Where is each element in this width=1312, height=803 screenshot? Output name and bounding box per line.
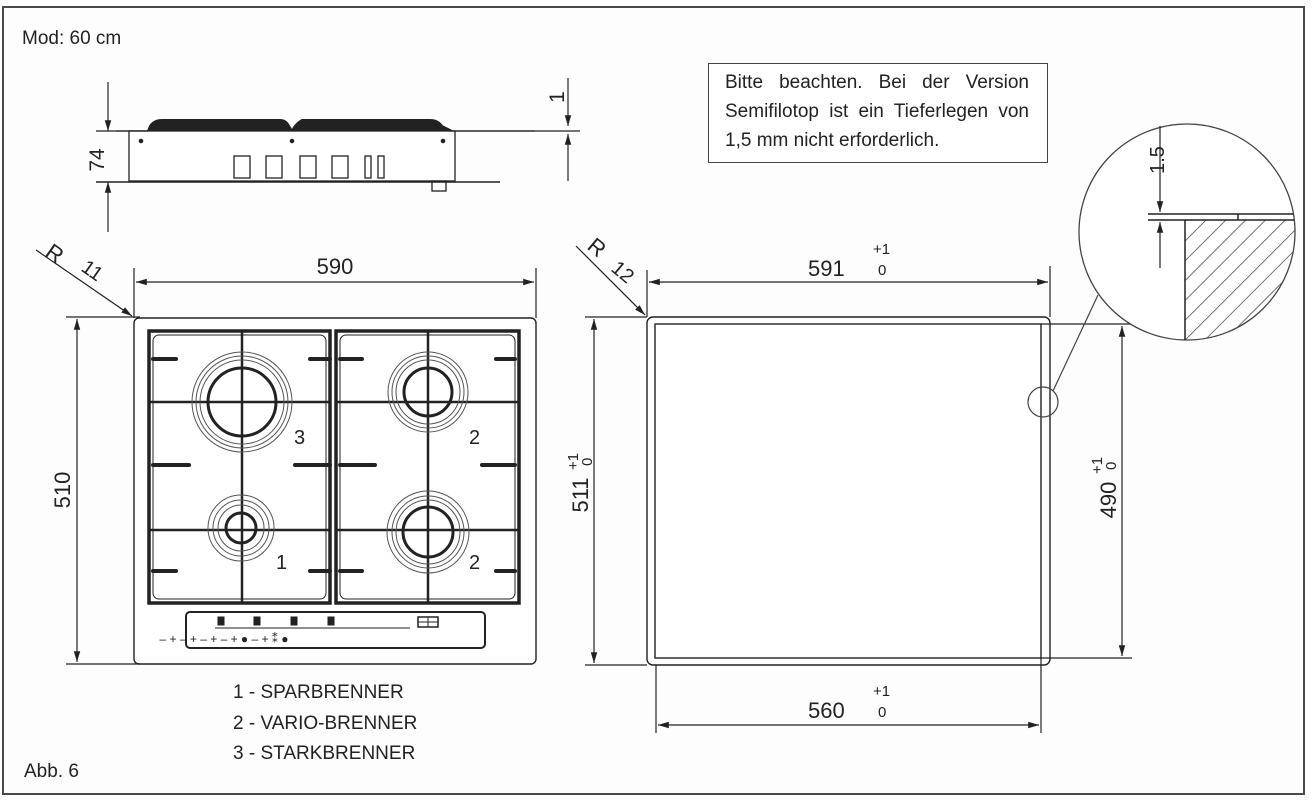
- hob-side-view: [96, 119, 535, 192]
- detail-leader: [1052, 294, 1099, 392]
- dim-490: [1041, 323, 1132, 659]
- burner-rings: [191, 351, 470, 574]
- legend-item: 2 - VARIO-BRENNER: [233, 713, 417, 734]
- radius-12-leader: [575, 245, 646, 316]
- burner-label: 3: [294, 427, 305, 449]
- dim-74: [96, 82, 148, 232]
- dim-591: [646, 266, 1051, 317]
- detail-dim-label: 1.5: [1147, 146, 1169, 174]
- dim-511-label: 511: [568, 477, 593, 512]
- burner-legend: 1 - SPARBRENNER 2 - VARIO-BRENNER 3 - ST…: [233, 682, 417, 764]
- radius-12-value: 12: [607, 257, 638, 288]
- dim-511: [585, 316, 647, 666]
- dim-510: [66, 316, 140, 665]
- dim-560: [655, 658, 1042, 733]
- burner-label: 2: [469, 552, 480, 574]
- dim-510-label: 510: [50, 472, 75, 509]
- tol-lower: 0: [878, 704, 886, 721]
- burner-3: [191, 351, 293, 453]
- model-label: Mod: 60 cm: [22, 28, 121, 49]
- tol-upper: +1: [565, 453, 582, 470]
- tol-lower: 0: [579, 458, 596, 466]
- detail-marker-circle: [1027, 386, 1059, 418]
- burner-2-bottom: [386, 490, 470, 574]
- radius-11-r: R: [41, 239, 68, 269]
- figure-label: Abb. 6: [24, 761, 79, 782]
- tol-upper: +1: [873, 683, 890, 700]
- tol-lower: 0: [1103, 462, 1120, 470]
- dim-1: [450, 78, 580, 181]
- dim-590: [133, 268, 537, 318]
- tol-upper: +1: [1089, 457, 1106, 474]
- detail-view: [1078, 123, 1296, 341]
- tol-upper: +1: [873, 241, 890, 258]
- control-panel: – + – + – + – + ● – + ⁑ ●: [160, 611, 486, 649]
- burner-1: [207, 494, 275, 562]
- dim-560-label: 560: [808, 698, 845, 723]
- dim-590-label: 590: [317, 254, 354, 279]
- dim-74-label: 74: [86, 148, 109, 172]
- tol-lower: 0: [878, 262, 886, 279]
- burner-label: 2: [469, 427, 480, 449]
- radius-11-leader: [35, 249, 133, 317]
- burner-label: 1: [276, 552, 287, 574]
- legend-item: 1 - SPARBRENNER: [233, 682, 404, 703]
- legend-item: 3 - STARKBRENNER: [233, 743, 415, 764]
- dim-490-label: 490: [1096, 482, 1121, 519]
- installation-note: Bitte beachten. Bei der Version Semifilo…: [708, 63, 1048, 163]
- burner-2-top: [387, 351, 469, 433]
- svg-text:– + – + – + – + ● – + ⁑ ●: – + – + – + – + ● – + ⁑ ●: [160, 632, 289, 646]
- dim-1-label: 1: [546, 91, 569, 103]
- hob-top-view: – + – + – + – + ● – + ⁑ ● 3 2 1 2: [133, 317, 537, 665]
- dim-591-label: 591: [808, 256, 845, 281]
- cutout-view: [646, 316, 1051, 666]
